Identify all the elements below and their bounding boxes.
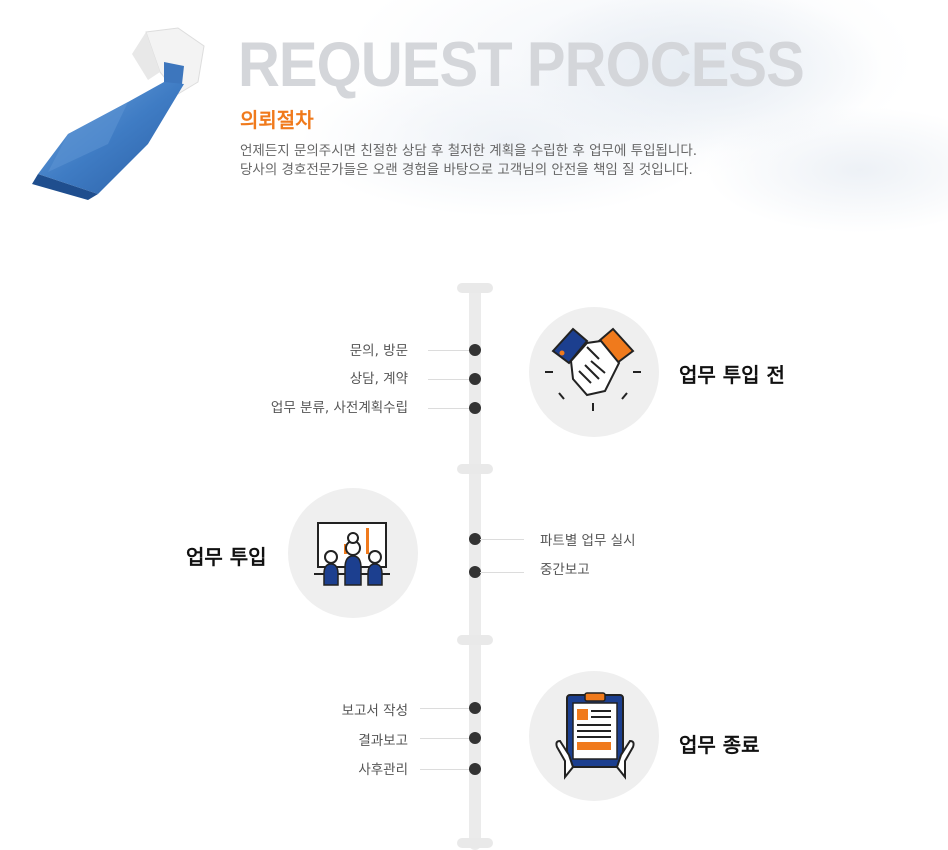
connector-line: [420, 769, 470, 770]
connector-line: [480, 539, 524, 540]
timeline-dot: [469, 533, 481, 545]
connector-line: [428, 379, 470, 380]
necktie-icon: [32, 27, 205, 200]
stage-icon-circle: [288, 488, 418, 618]
connector-line: [420, 708, 470, 709]
timeline-divider: [457, 464, 493, 474]
stage-title: 업무 종료: [679, 733, 760, 757]
connector-line: [428, 350, 470, 351]
timeline-divider: [457, 635, 493, 645]
timeline-cap: [457, 283, 493, 293]
stage-item: 사후관리: [358, 762, 408, 778]
stage-item: 결과보고: [358, 733, 408, 749]
timeline-dot: [469, 373, 481, 385]
stage-icon-circle: [529, 307, 659, 437]
description-line: 언제든지 문의주시면 친절한 상담 후 철저한 계획을 수립한 후 업무에 투입…: [240, 143, 698, 159]
timeline-dot: [469, 702, 481, 714]
stage-item: 문의, 방문: [349, 343, 408, 359]
presentation-icon: [314, 522, 390, 586]
connector-line: [420, 738, 470, 739]
page-title: REQUEST PROCESS: [238, 30, 805, 100]
clipboard-report-icon: [555, 692, 635, 780]
stage-item: 상담, 계약: [349, 371, 408, 387]
connector-line: [480, 572, 524, 573]
handshake-icon: [545, 327, 641, 411]
stage-icon-circle: [529, 671, 659, 801]
stage-item: 중간보고: [540, 562, 590, 578]
description-line: 당사의 경호전문가들은 오랜 경험을 바탕으로 고객님의 안전을 책임 질 것입…: [240, 162, 693, 178]
timeline-dot: [469, 763, 481, 775]
page-description: 언제든지 문의주시면 친절한 상담 후 철저한 계획을 수립한 후 업무에 투입…: [240, 142, 840, 180]
stage-item: 파트별 업무 실시: [540, 533, 636, 549]
stage-item: 보고서 작성: [341, 703, 408, 719]
stage-title: 업무 투입: [186, 545, 267, 569]
timeline-dot: [469, 566, 481, 578]
timeline-dot: [469, 402, 481, 414]
timeline-dot: [469, 732, 481, 744]
timeline-cap: [457, 838, 493, 848]
connector-line: [428, 408, 470, 409]
stage-item: 업무 분류, 사전계획수립: [270, 400, 408, 416]
stage-title: 업무 투입 전: [679, 363, 785, 387]
timeline-dot: [469, 344, 481, 356]
cloud-background: [180, 0, 948, 280]
page-subtitle: 의뢰절차: [240, 108, 314, 132]
